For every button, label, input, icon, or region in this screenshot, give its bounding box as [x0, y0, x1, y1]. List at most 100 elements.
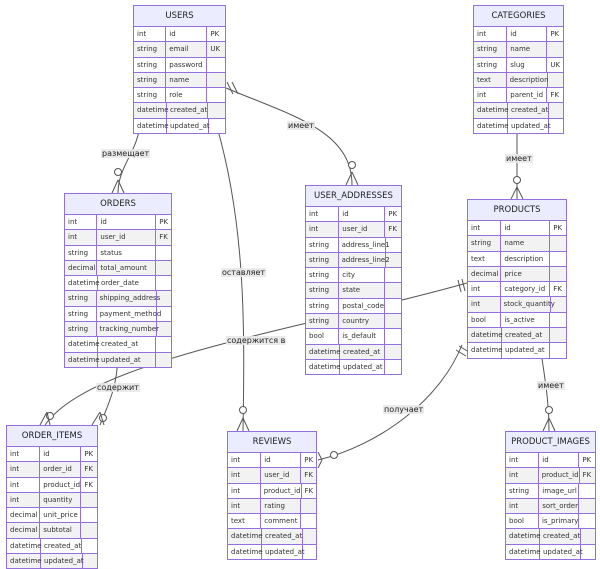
- entity-title: USERS: [134, 6, 225, 27]
- attribute-key: [581, 529, 595, 543]
- attribute-name: status: [97, 245, 157, 260]
- attribute-key: [209, 119, 225, 133]
- attribute-key: [550, 236, 566, 250]
- attribute-type: int: [7, 462, 41, 477]
- attribute-type: text: [228, 514, 262, 529]
- attribute-name: created_at: [340, 344, 386, 359]
- attribute-name: product_id: [261, 483, 302, 498]
- attribute-type: string: [468, 236, 502, 251]
- attribute-key: [550, 267, 566, 281]
- attribute-type: datetime: [228, 529, 263, 544]
- attribute-key: [81, 508, 97, 522]
- attribute-type: string: [474, 42, 508, 57]
- attribute-type: datetime: [474, 103, 509, 118]
- attribute-name: postal_code: [339, 298, 386, 314]
- attribute-key: PK: [550, 30, 560, 38]
- rel-label-users-reviews: оставляет: [221, 268, 267, 277]
- attribute-name: updated_at: [340, 359, 386, 375]
- attribute-type: int: [306, 207, 340, 222]
- attribute-name: category_id: [501, 282, 551, 297]
- attribute-type: datetime: [65, 276, 100, 291]
- attribute-type: int: [506, 453, 540, 468]
- attribute-name: created_at: [167, 103, 209, 118]
- attribute-key: [548, 73, 563, 87]
- attribute-type: int: [7, 477, 41, 492]
- attribute-key: [385, 345, 401, 359]
- attribute-type: string: [134, 72, 167, 88]
- entity-title: REVIEWS: [228, 432, 316, 453]
- attribute-name: created_at: [502, 328, 551, 343]
- attribute-type: text: [474, 72, 507, 88]
- attribute-key: [207, 73, 225, 87]
- attribute-key: PK: [84, 450, 94, 458]
- attribute-name: name: [507, 42, 548, 57]
- attribute-key: FK: [553, 285, 562, 294]
- attribute-type: string: [306, 252, 339, 268]
- attribute-name: address_line2: [339, 252, 390, 268]
- attribute-key: [156, 246, 171, 260]
- attribute-name: sort_order: [539, 498, 580, 514]
- rel-label-products-reviews: получает: [383, 405, 425, 414]
- entity-title: USER_ADDRESSES: [306, 186, 401, 207]
- attribute-name: payment_method: [97, 306, 161, 322]
- attribute-type: datetime: [474, 118, 509, 134]
- attribute-key: PK: [582, 456, 592, 464]
- attribute-key: [83, 554, 97, 568]
- attribute-type: int: [474, 27, 508, 42]
- attribute-name: password: [166, 57, 208, 72]
- attribute-key: [550, 252, 566, 266]
- attribute-key: PK: [304, 456, 314, 464]
- attribute-type: int: [468, 297, 501, 312]
- attribute-key: [385, 360, 401, 374]
- attribute-type: int: [468, 282, 502, 297]
- attribute-name: user_id: [97, 230, 157, 245]
- attribute-type: datetime: [468, 343, 503, 358]
- attribute-key: [207, 88, 225, 102]
- attribute-key: FK: [550, 91, 559, 100]
- attribute-key: [157, 322, 171, 336]
- attribute-type: string: [306, 314, 340, 329]
- attribute-key: [550, 328, 566, 342]
- attribute-key: [156, 337, 171, 351]
- attribute-name: created_at: [98, 337, 157, 352]
- rel-label-categories-products: имеет: [505, 154, 533, 163]
- attribute-key: UK: [210, 45, 221, 54]
- attribute-type: decimal: [65, 260, 98, 276]
- attribute-name: image_url: [539, 483, 580, 498]
- attribute-name: tracking_number: [97, 322, 159, 337]
- attribute-name: updated_at: [98, 352, 157, 367]
